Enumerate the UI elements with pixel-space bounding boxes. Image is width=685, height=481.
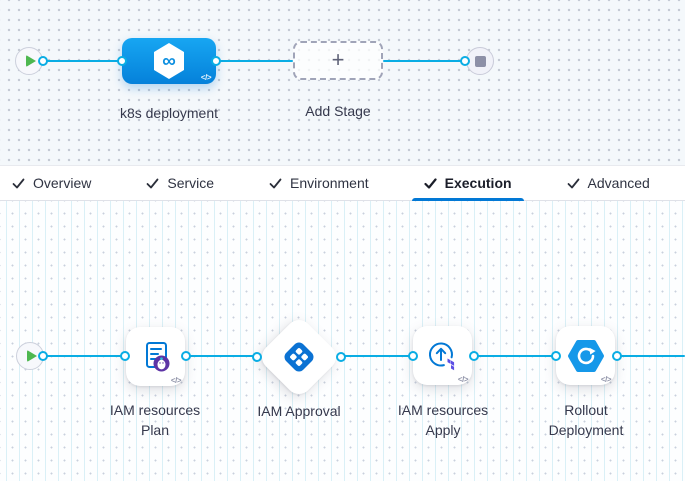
stop-icon xyxy=(474,55,486,67)
plus-icon: + xyxy=(331,46,345,72)
step-node-iam-resources-plan[interactable]: </> xyxy=(126,327,185,386)
code-view-icon: </> xyxy=(170,376,182,385)
connector-point xyxy=(117,56,127,66)
add-stage-label: Add Stage xyxy=(305,103,371,119)
step-label-line1: IAM Approval xyxy=(257,403,341,419)
connector-line xyxy=(186,355,258,357)
connector-point xyxy=(336,352,346,362)
check-icon xyxy=(146,178,159,188)
connector-point xyxy=(612,351,622,361)
connector-point xyxy=(551,351,561,361)
stage-node-k8s-deployment[interactable]: ∞ </> xyxy=(122,38,216,84)
pipeline-end-node xyxy=(466,47,494,75)
code-view-icon: </> xyxy=(600,375,612,384)
step-label: IAM resources Apply xyxy=(373,400,513,440)
tab-label: Advanced xyxy=(587,175,650,191)
infinity-glyph: ∞ xyxy=(162,51,176,72)
execution-canvas: </> </> xyxy=(0,201,685,481)
stage-config-tab-bar: Overview Service Environment Execution A… xyxy=(0,165,685,201)
tab-advanced[interactable]: Advanced xyxy=(555,166,662,200)
connector-point xyxy=(460,56,470,66)
step-label: IAM resources Plan xyxy=(85,400,225,440)
step-label: IAM Approval xyxy=(229,401,369,421)
connector-point xyxy=(211,56,221,66)
tab-label: Overview xyxy=(33,175,92,191)
step-label-line2: Apply xyxy=(425,422,461,438)
stage-canvas: ∞ </> + k8s deployment Add Stage xyxy=(0,0,685,165)
tab-execution[interactable]: Execution xyxy=(411,166,524,201)
connector-line xyxy=(216,60,293,62)
connector-point xyxy=(120,351,130,361)
play-icon xyxy=(26,350,37,362)
check-icon xyxy=(269,178,282,188)
terraform-plan-icon xyxy=(145,341,169,371)
check-icon xyxy=(12,178,25,188)
connector-line xyxy=(617,355,685,357)
connector-point xyxy=(252,352,262,362)
connector-point xyxy=(181,351,191,361)
tab-overview[interactable]: Overview xyxy=(0,166,103,200)
step-node-iam-resources-apply[interactable]: </> xyxy=(413,326,472,385)
connector-line xyxy=(341,355,414,357)
play-icon xyxy=(25,55,36,67)
connector-point xyxy=(469,351,479,361)
stage-label: k8s deployment xyxy=(119,105,219,121)
connector-point xyxy=(38,351,48,361)
tab-environment[interactable]: Environment xyxy=(257,166,381,200)
tab-label: Execution xyxy=(444,175,512,191)
step-label-line2: Deployment xyxy=(548,422,624,438)
step-label-line2: Plan xyxy=(140,422,170,438)
tab-label: Service xyxy=(167,175,215,191)
add-stage-button[interactable]: + xyxy=(293,41,383,80)
terraform-apply-icon xyxy=(428,342,454,370)
step-node-rollout-deployment[interactable]: </> xyxy=(556,326,615,385)
tab-service[interactable]: Service xyxy=(134,166,226,200)
check-icon xyxy=(567,178,579,188)
connector-line xyxy=(43,355,127,357)
connector-line xyxy=(43,60,125,62)
connector-point xyxy=(408,351,418,361)
step-label: Rollout Deployment xyxy=(516,400,656,440)
step-label-line1: IAM resources xyxy=(109,402,201,418)
code-view-icon: </> xyxy=(200,73,212,82)
connector-point xyxy=(38,56,48,66)
cd-infinity-icon: ∞ xyxy=(154,43,184,79)
step-label-line1: IAM resources xyxy=(397,402,489,418)
connector-line xyxy=(383,60,466,62)
step-node-iam-approval[interactable] xyxy=(256,314,342,400)
tab-label: Environment xyxy=(290,175,369,191)
code-view-icon: </> xyxy=(457,375,469,384)
connector-line xyxy=(474,355,557,357)
check-icon xyxy=(424,177,437,189)
k8s-rollout-icon xyxy=(567,339,604,372)
step-label-line1: Rollout xyxy=(564,402,608,418)
